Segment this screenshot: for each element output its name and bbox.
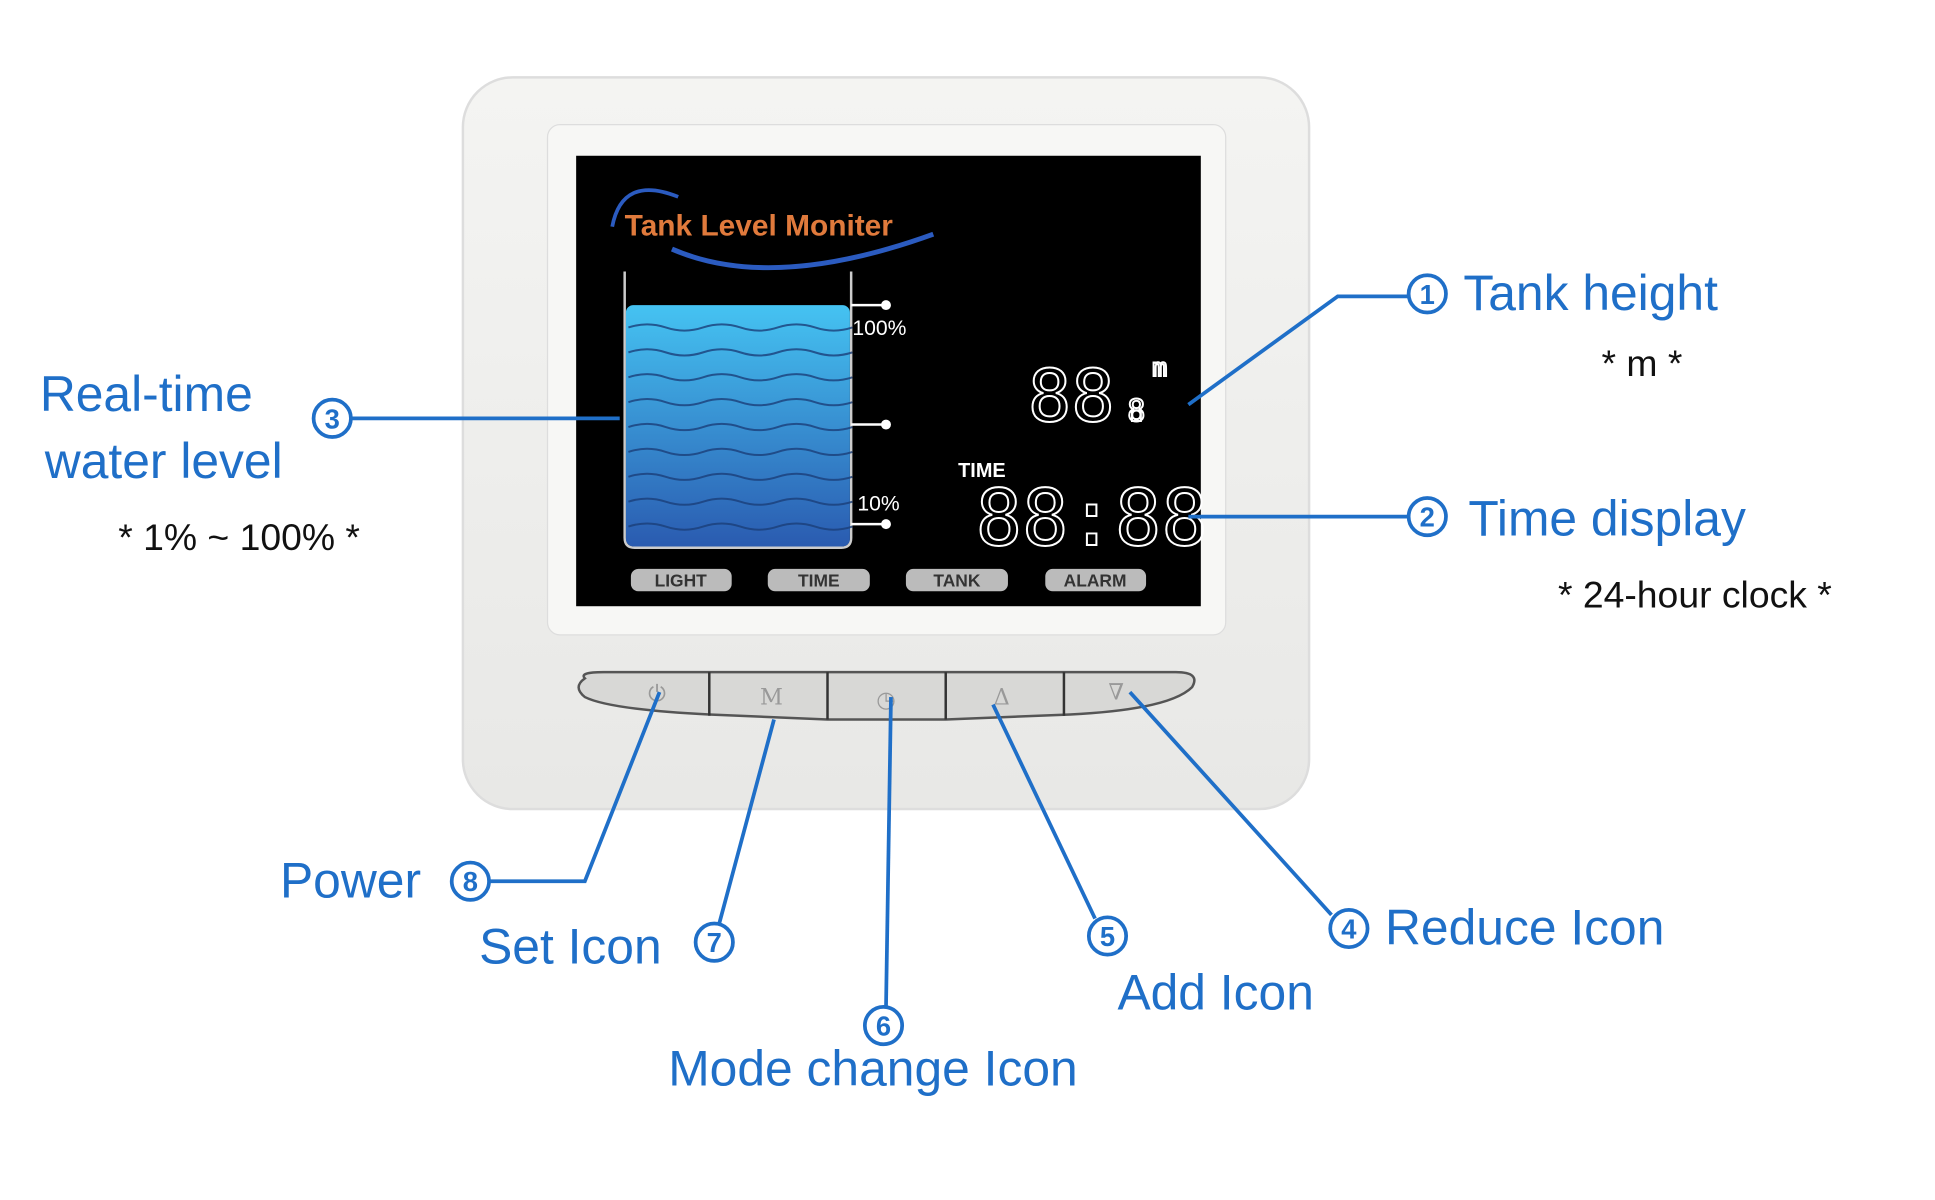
callout-number: 1 xyxy=(1420,279,1435,310)
tank-height-readout: 88. xyxy=(1028,355,1158,439)
callout-note: * m * xyxy=(1602,342,1683,384)
svg-text:Mode change Icon: Mode change Icon xyxy=(668,1040,1077,1096)
svg-text:water level: water level xyxy=(44,433,283,489)
svg-text:* 1% ~ 100% *: * 1% ~ 100% * xyxy=(118,516,360,558)
callout-set: 7 Set Icon xyxy=(479,918,735,974)
svg-text:Power: Power xyxy=(280,852,421,908)
svg-text:Set Icon: Set Icon xyxy=(479,918,662,974)
add-button[interactable]: Δ xyxy=(994,685,1010,711)
svg-text:Reduce Icon: Reduce Icon xyxy=(1385,900,1664,956)
callout-reduce: 4 Reduce Icon xyxy=(1328,900,1664,956)
svg-text:TANK: TANK xyxy=(933,570,980,590)
logo-arc xyxy=(610,188,679,228)
svg-text:Time display: Time display xyxy=(1468,490,1746,546)
svg-text:ALARM: ALARM xyxy=(1064,570,1127,590)
callout-time-display: 2 Time display * 24-hour clock * xyxy=(1406,490,1832,615)
status-badge-tank: TANK xyxy=(905,568,1008,592)
leader-lines xyxy=(350,294,1410,1009)
lcd-screen: Tank Level Moniter 100% 10% xyxy=(576,155,1209,607)
svg-text:TIME: TIME xyxy=(798,570,840,590)
svg-text:6: 6 xyxy=(876,1011,891,1042)
callout-power: 8 Power xyxy=(280,852,491,908)
logo-swoosh xyxy=(670,231,935,271)
svg-text:5: 5 xyxy=(1100,921,1115,952)
level-ticks xyxy=(851,300,891,530)
time-readout: 88:88 xyxy=(976,474,1208,564)
svg-text:4: 4 xyxy=(1341,913,1357,944)
water-waves xyxy=(628,323,853,531)
callout-label: Tank height xyxy=(1463,265,1718,321)
callout-add: 5 Add Icon xyxy=(1086,915,1314,1020)
svg-text:* 24-hour clock *: * 24-hour clock * xyxy=(1558,573,1832,615)
status-badge-time: TIME xyxy=(767,568,870,592)
mode-button[interactable]: ◷ xyxy=(876,687,896,713)
reduce-button[interactable]: ∇ xyxy=(1108,680,1124,706)
level-100-label: 100% xyxy=(852,317,906,340)
tank-graphic: 100% 10% xyxy=(623,271,907,549)
svg-text:2: 2 xyxy=(1420,502,1435,533)
level-10-label: 10% xyxy=(857,492,900,515)
svg-text:7: 7 xyxy=(707,927,722,958)
status-badge-light: LIGHT xyxy=(630,568,732,592)
svg-text:Add Icon: Add Icon xyxy=(1117,964,1313,1020)
svg-text:LIGHT: LIGHT xyxy=(655,570,708,590)
callout-mode: 6 Mode change Icon xyxy=(668,1005,1078,1096)
status-badge-alarm: ALARM xyxy=(1045,568,1147,592)
time-label: TIME xyxy=(958,460,1006,482)
svg-text:8: 8 xyxy=(463,866,478,897)
callout-water-level: 3 Real-time water level * 1% ~ 100% * xyxy=(40,366,360,558)
tank-height-decimal: 8 xyxy=(1127,394,1145,429)
svg-text:Real-time: Real-time xyxy=(40,366,253,422)
button-bar: ⏻ M ◷ Δ ∇ xyxy=(577,670,1196,721)
callout-tank-height: 1 Tank height * m * xyxy=(1406,265,1718,384)
screen-title: Tank Level Moniter xyxy=(625,209,894,242)
svg-text:3: 3 xyxy=(325,403,340,434)
set-button[interactable]: M xyxy=(760,685,783,711)
tank-height-unit: m xyxy=(1152,353,1167,382)
